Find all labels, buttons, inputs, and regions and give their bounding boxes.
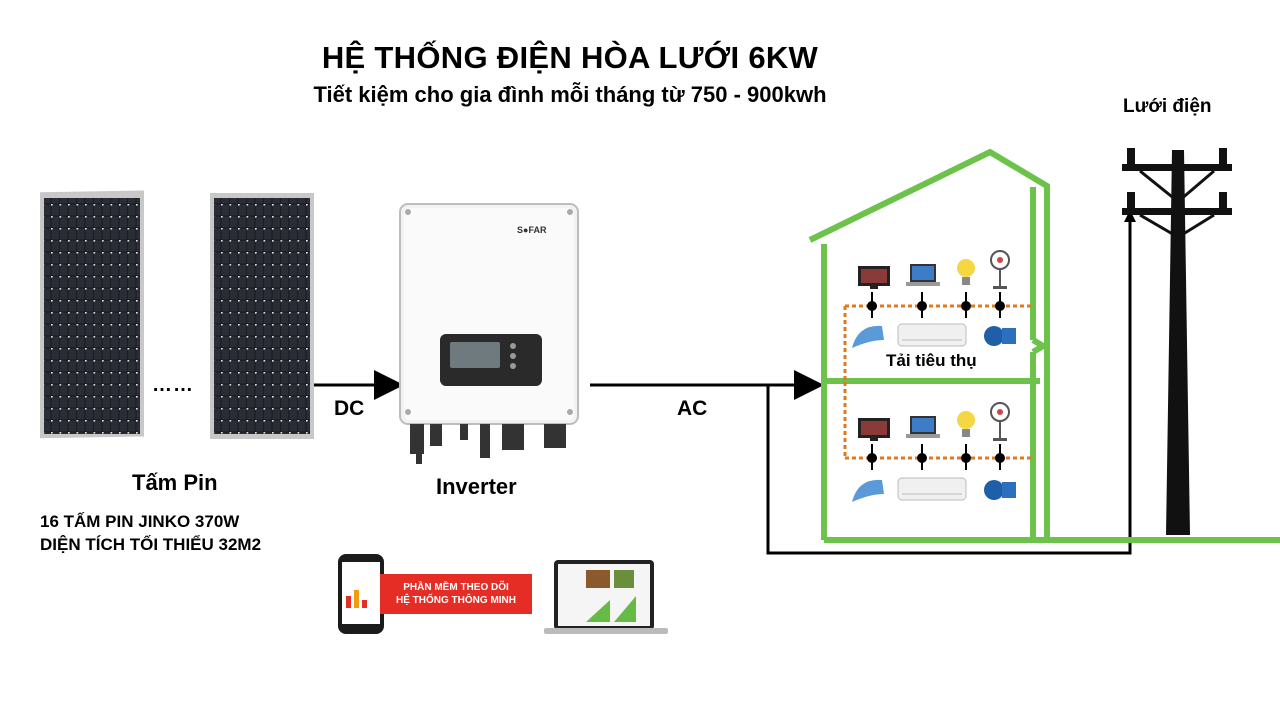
inverter-brand: S●FAR (517, 225, 547, 235)
utility-pole-icon (1122, 148, 1232, 535)
outlet-connectors (867, 292, 1005, 470)
laptop-icon (906, 416, 940, 438)
solar-panel-icon (40, 190, 144, 439)
monitoring-laptop-icon (544, 560, 668, 634)
fan-icon (990, 402, 1010, 441)
dc-label: DC (334, 397, 365, 420)
water-pump-icon (984, 480, 1016, 500)
banner-line1: PHẦN MỀM THEO DÕI (403, 582, 509, 593)
ac-label: AC (677, 397, 708, 420)
load-label: Tải tiêu thụ (886, 351, 977, 370)
smartphone-icon (338, 554, 384, 634)
grid-label: Lưới điện (1123, 96, 1212, 117)
inverter-icon (399, 203, 579, 464)
tv-icon (858, 266, 890, 289)
banner-line2: HỆ THỐNG THÔNG MINH (396, 595, 516, 606)
panel-spec-line1: 16 TẤM PIN JINKO 370W (40, 512, 240, 531)
diagram-subtitle: Tiết kiệm cho gia đình mỗi tháng từ 750 … (313, 82, 827, 107)
laptop-icon (906, 264, 940, 286)
panel-spec-line2: DIỆN TÍCH TỐI THIỂU 32M2 (40, 535, 262, 554)
grid-loop-line (766, 213, 1132, 555)
house-outline (808, 148, 1280, 543)
diagram-title: HỆ THỐNG ĐIỆN HÒA LƯỚI 6KW (321, 40, 819, 75)
panel-label: Tấm Pin (132, 470, 218, 495)
inverter-label: Inverter (436, 474, 517, 499)
solar-panel-icon (210, 193, 314, 439)
air-conditioner-icon (897, 477, 967, 501)
tv-icon (858, 418, 890, 441)
light-bulb-icon (957, 259, 975, 285)
water-pump-icon (984, 326, 1016, 346)
fan-icon (990, 250, 1010, 289)
iron-icon (852, 479, 884, 502)
iron-icon (852, 325, 884, 348)
monitoring-banner: PHẦN MỀM THEO DÕI HỆ THỐNG THÔNG MINH (380, 574, 532, 614)
air-conditioner-icon (897, 323, 967, 347)
light-bulb-icon (957, 411, 975, 437)
grid-arrow-head (1124, 210, 1136, 222)
panel-ellipsis: …… (152, 374, 194, 396)
